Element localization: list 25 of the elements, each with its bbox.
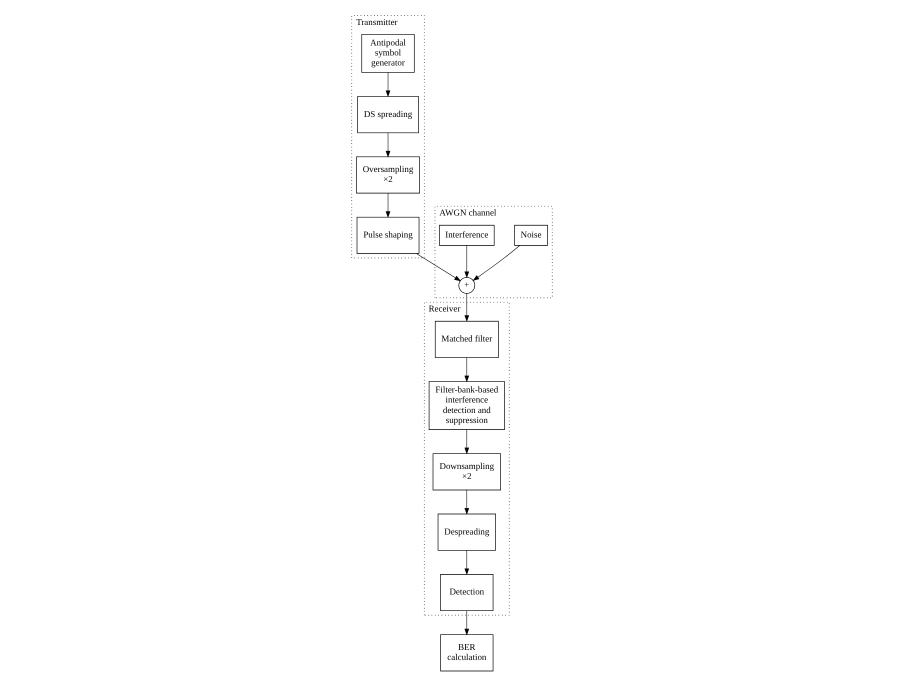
node-box: Antipodal symbol generator (361, 34, 415, 73)
node-box: Despreading (438, 514, 496, 551)
node-box: DS spreading (357, 96, 419, 134)
node-box: Detection (440, 574, 494, 611)
node-circle: + (458, 277, 476, 294)
node-box: Oversampling ×2 (356, 156, 420, 194)
arrow (472, 245, 520, 281)
arrow (464, 293, 470, 322)
node-box: BER calculation (440, 634, 494, 672)
node-box: Filter-bank-based interference detection and suppression (428, 381, 505, 430)
node-box: Interference (439, 224, 495, 246)
node-box: Pulse shaping (356, 216, 420, 254)
arrow (464, 429, 470, 454)
arrow (386, 192, 390, 218)
arrow (464, 550, 470, 576)
node-box: Noise (514, 224, 548, 246)
arrow (464, 245, 470, 278)
arrow (464, 357, 470, 382)
arrow (386, 132, 390, 158)
arrow (464, 610, 470, 636)
arrow (386, 72, 390, 98)
node-box: Downsampling ×2 (432, 453, 501, 490)
arrow (416, 253, 462, 282)
arrow (464, 490, 470, 515)
node-box: Matched filter (434, 320, 499, 358)
